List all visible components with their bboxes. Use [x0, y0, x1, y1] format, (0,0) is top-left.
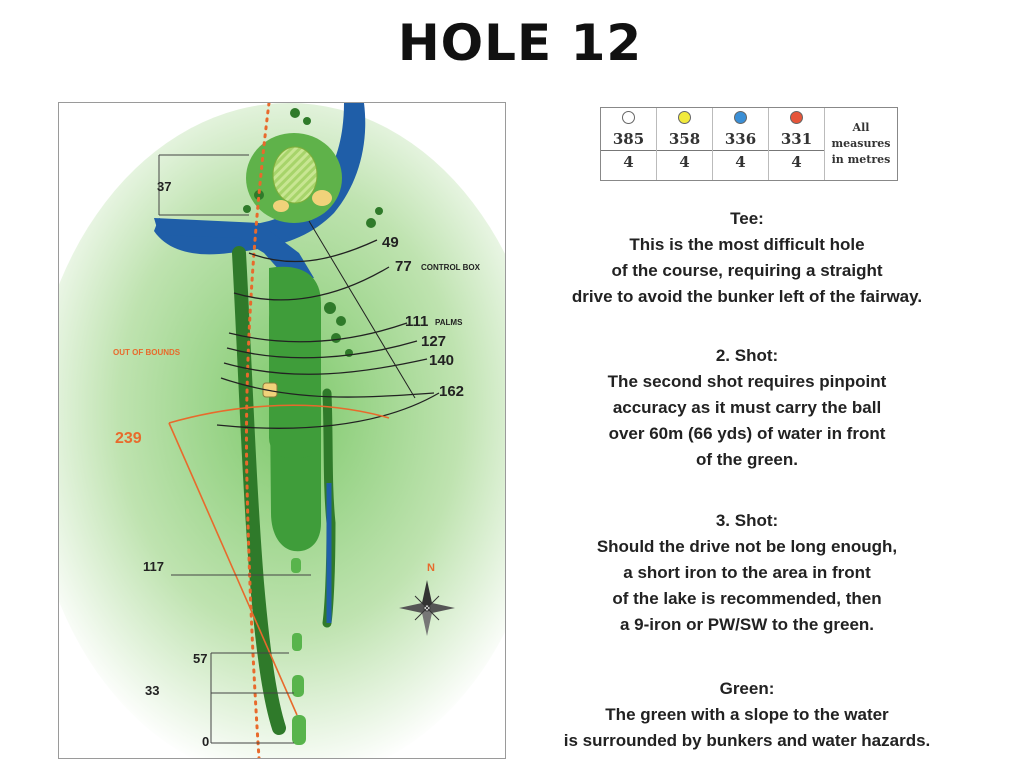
yellow-tee-icon	[678, 111, 691, 124]
red-tee-icon	[790, 111, 803, 124]
tree-cluster	[290, 108, 300, 118]
out-of-bounds-line	[244, 103, 271, 758]
bunker-right	[312, 190, 332, 206]
tee-par: 4	[735, 153, 746, 171]
section-heading: Green:	[719, 679, 775, 698]
distance-77: 77	[395, 258, 412, 275]
tee-section: Tee: This is the most difficult hole of …	[520, 206, 974, 310]
tee-par: 4	[623, 153, 634, 171]
section-line: of the green.	[695, 450, 798, 469]
section-line: This is the most difficult hole	[629, 235, 865, 254]
tree-cluster	[331, 333, 341, 343]
compass-north-letter: N	[427, 562, 435, 574]
control-box-label: CONTROL BOX	[421, 263, 481, 272]
tee-length: 336	[713, 130, 768, 151]
section-heading: 2. Shot:	[715, 346, 779, 365]
section-line: is surrounded by bunkers and water hazar…	[563, 731, 931, 750]
measures-note-line: measures	[831, 137, 891, 150]
tee-column-white: 385 4	[601, 108, 657, 180]
tee-column-red: 331 4	[769, 108, 825, 180]
distance-37: 37	[157, 179, 171, 194]
tee-box-2	[292, 633, 302, 651]
hole-map: N 37 117 57 33 0 49 77 CONTROL BOX 111 P…	[58, 102, 506, 759]
section-line: a 9-iron or PW/SW to the green.	[619, 615, 875, 634]
blue-tee-icon	[734, 111, 747, 124]
section-line: over 60m (66 yds) of water in front	[608, 424, 886, 443]
distance-117: 117	[143, 559, 164, 574]
distance-57: 57	[193, 651, 207, 666]
palms-label: PALMS	[435, 318, 463, 327]
tree-cluster	[375, 207, 383, 215]
white-tee-icon	[622, 111, 635, 124]
tee-lengths-table: 385 4 358 4 336 4 331 4 All measures in …	[600, 107, 898, 181]
compass-rose-icon	[399, 580, 455, 636]
section-line: of the course, requiring a straight	[611, 261, 883, 280]
hole-map-graphic: N 37 117 57 33 0 49 77 CONTROL BOX 111 P…	[59, 103, 505, 758]
tree-cluster	[243, 205, 251, 213]
section-line: The green with a slope to the water	[605, 705, 889, 724]
third-shot-section: 3. Shot: Should the drive not be long en…	[520, 508, 974, 638]
water-channel	[154, 218, 314, 281]
distance-49: 49	[382, 234, 399, 251]
measures-note: All measures in metres	[825, 108, 897, 180]
tree-line-left	[232, 246, 286, 735]
section-line: drive to avoid the bunker left of the fa…	[571, 287, 923, 306]
distance-162: 162	[439, 383, 464, 400]
out-of-bounds-label: OUT OF BOUNDS	[113, 348, 181, 357]
section-line: a short iron to the area in front	[623, 563, 871, 582]
section-line: accuracy as it must carry the ball	[612, 398, 882, 417]
distance-127: 127	[421, 333, 446, 350]
tee-length: 331	[769, 130, 824, 151]
second-shot-section: 2. Shot: The second shot requires pinpoi…	[520, 343, 974, 473]
tree-cluster	[303, 117, 311, 125]
section-line: of the lake is recommended, then	[612, 589, 882, 608]
distance-111: 111	[405, 313, 428, 330]
section-line: Should the drive not be long enough,	[596, 537, 898, 556]
green-section: Green: The green with a slope to the wat…	[520, 676, 974, 754]
section-heading: Tee:	[730, 209, 764, 228]
distance-0: 0	[202, 734, 209, 749]
tree-cluster	[336, 316, 346, 326]
distance-239: 239	[115, 430, 142, 447]
distance-arcs	[216, 220, 440, 429]
fairway-dogleg	[269, 298, 321, 458]
tree-cluster	[324, 302, 336, 314]
section-heading: 3. Shot:	[715, 511, 779, 530]
tee-column-yellow: 358 4	[657, 108, 713, 180]
measures-note-line: All	[852, 121, 870, 134]
tee-box-4	[292, 715, 306, 745]
tee-box-1	[291, 558, 301, 573]
tee-box-3	[292, 675, 304, 697]
left-measure-lines	[158, 154, 311, 744]
tee-par: 4	[791, 153, 802, 171]
tree-cluster	[254, 190, 264, 200]
measures-note-line: in metres	[831, 153, 891, 166]
tree-cluster	[366, 218, 376, 228]
oob-carry-arc	[168, 404, 390, 424]
distance-33: 33	[145, 683, 159, 698]
section-line: The second shot requires pinpoint	[607, 372, 887, 391]
tee-column-blue: 336 4	[713, 108, 769, 180]
tee-length: 385	[601, 130, 656, 151]
bunker-left	[273, 200, 289, 212]
tee-length: 358	[657, 130, 712, 151]
tee-par: 4	[679, 153, 690, 171]
putting-green	[272, 146, 318, 204]
oob-carry-line	[168, 422, 298, 716]
page-title: HOLE 12	[397, 14, 643, 72]
distance-140: 140	[429, 352, 454, 369]
